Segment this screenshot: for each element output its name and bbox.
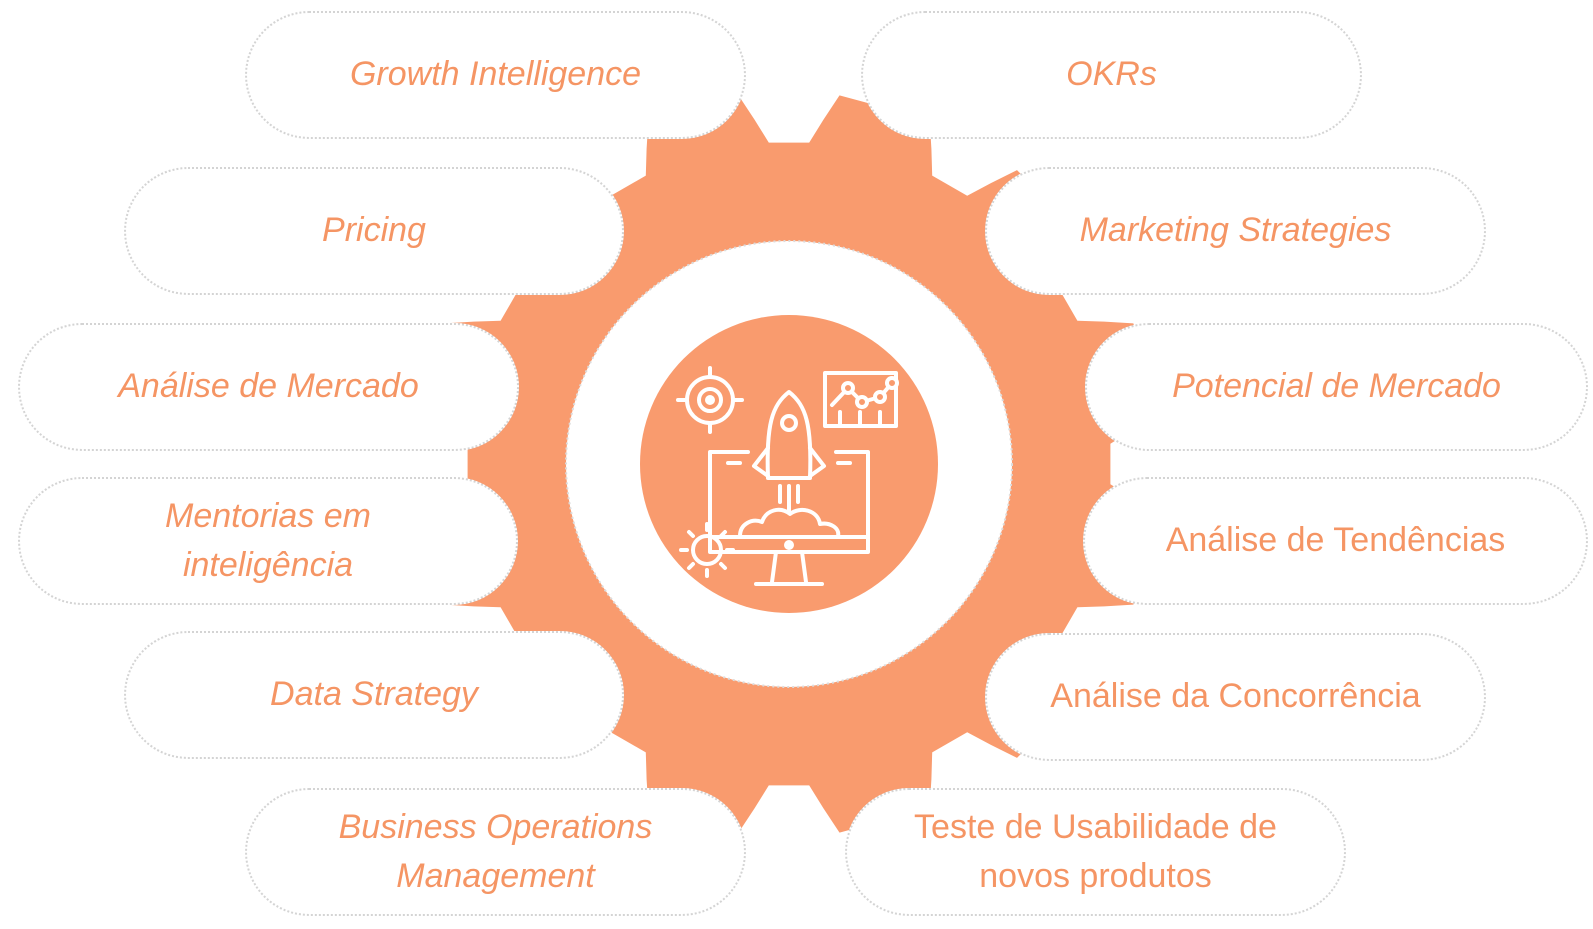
rocket-icon xyxy=(752,390,826,514)
cloud-icon xyxy=(738,507,841,538)
topic-label: Pricing xyxy=(322,211,426,250)
topic-label: Análise de Mercado xyxy=(118,367,419,406)
target-icon xyxy=(676,366,744,434)
topic-pill-marketing-strategies: Marketing Strategies xyxy=(985,167,1486,295)
topic-label: Análise da Concorrência xyxy=(1050,677,1421,716)
topic-pill-analise-de-tendencias: Análise de Tendências xyxy=(1083,477,1588,605)
center-hub xyxy=(640,315,938,613)
topic-label: Growth Intelligence xyxy=(349,55,642,94)
rocket-launch-monitor-icon xyxy=(676,366,899,586)
topic-pill-analise-da-concorrencia: Análise da Concorrência xyxy=(985,633,1486,761)
topic-pill-potencial-de-mercado: Potencial de Mercado xyxy=(1085,323,1588,451)
topic-pill-business-operations-management: Business Operations Management xyxy=(245,788,746,916)
topic-pill-pricing: Pricing xyxy=(124,167,624,295)
topic-label: Mentorias em inteligência xyxy=(165,496,371,584)
topic-label: Teste de Usabilidade de novos produtos xyxy=(914,807,1277,895)
topic-label: Data Strategy xyxy=(270,675,478,714)
topic-pill-growth-intelligence: Growth Intelligence xyxy=(245,11,746,139)
line-chart-icon xyxy=(823,371,899,428)
topic-label: Análise de Tendências xyxy=(1165,521,1506,560)
topic-label: Business Operations Management xyxy=(338,807,653,895)
monitor-icon xyxy=(708,450,870,586)
topic-pill-data-strategy: Data Strategy xyxy=(124,631,624,759)
topic-pill-analise-de-mercado: Análise de Mercado xyxy=(18,323,519,451)
gear-icon xyxy=(679,522,735,578)
topic-label: OKRs xyxy=(1066,55,1157,94)
topic-pill-mentorias-em-inteligencia: Mentorias em inteligência xyxy=(18,477,518,605)
topic-label: Potencial de Mercado xyxy=(1172,367,1501,406)
topic-pill-okrs: OKRs xyxy=(861,11,1362,139)
topic-label: Marketing Strategies xyxy=(1079,211,1392,250)
topic-pill-teste-de-usabilidade: Teste de Usabilidade de novos produtos xyxy=(845,788,1346,916)
